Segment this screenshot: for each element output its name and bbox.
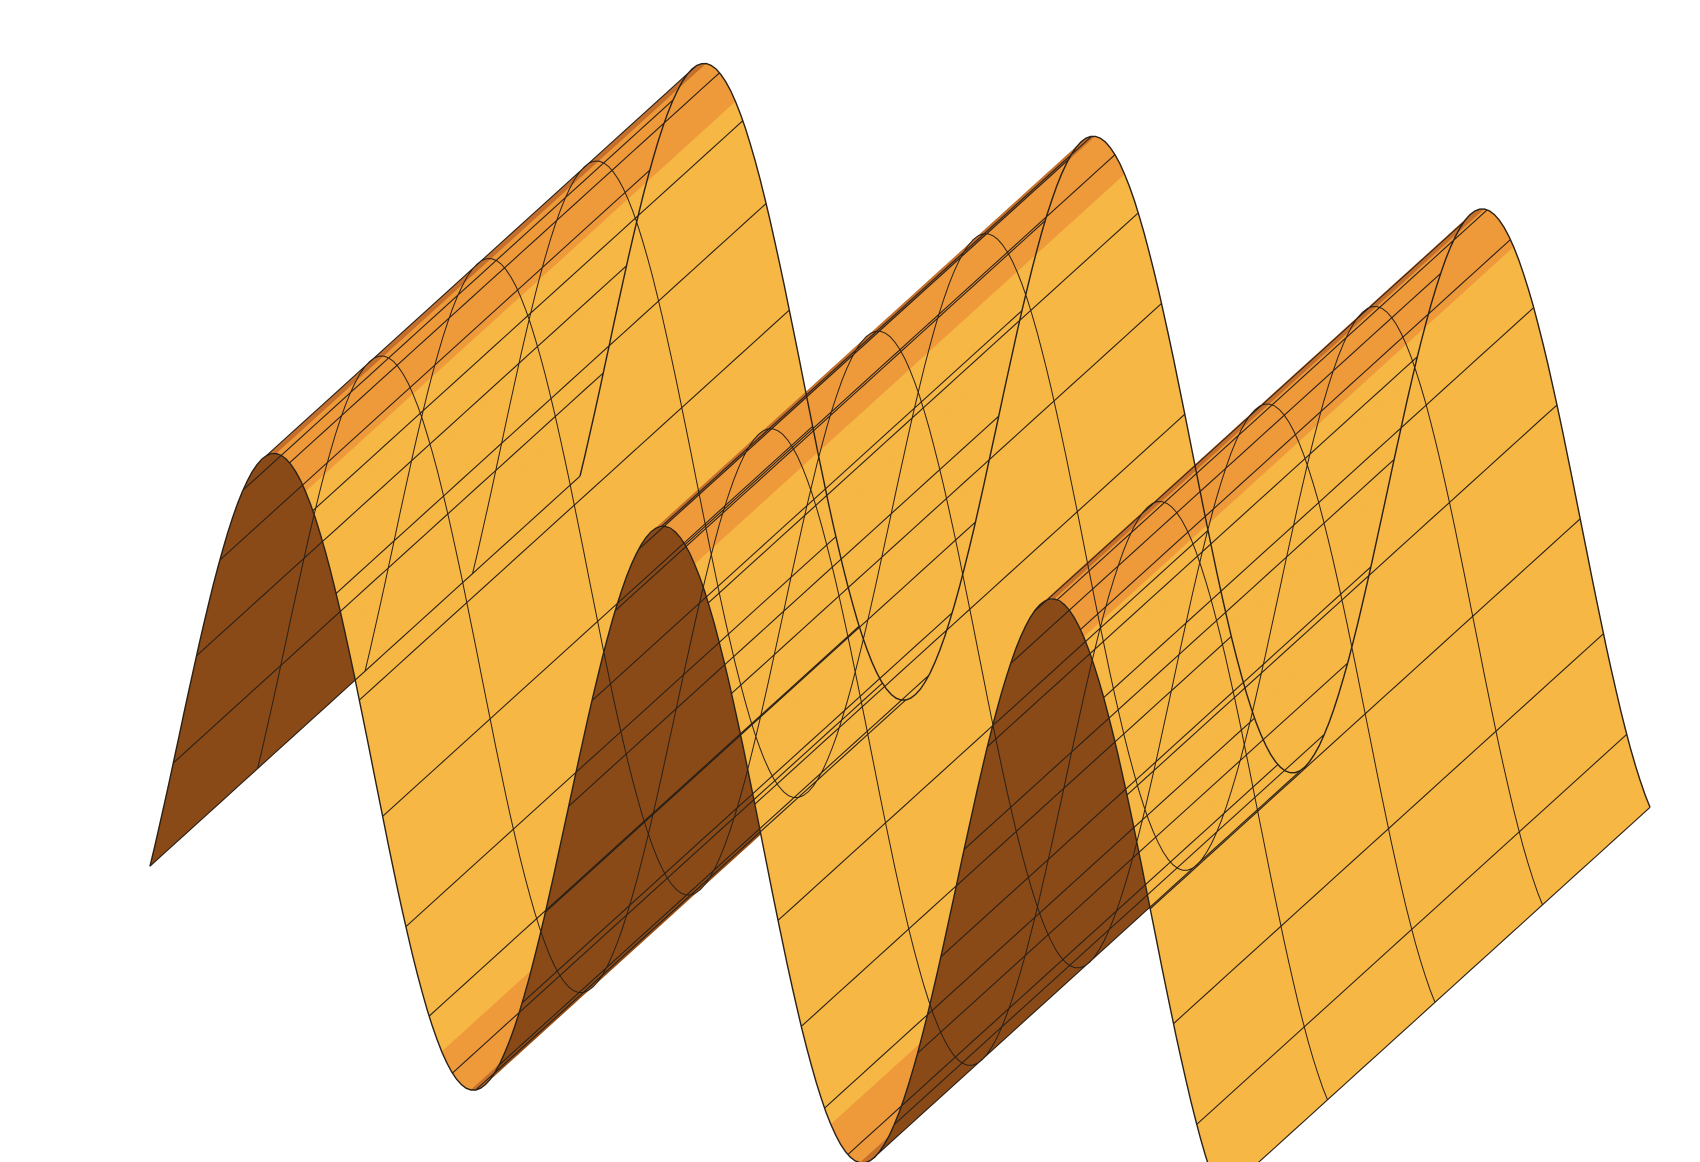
surface-patch: [1227, 1137, 1256, 1162]
surface-patch: [1219, 1154, 1232, 1162]
mesh-line-along: [364, 258, 1436, 1003]
mesh-line-along: [257, 355, 1328, 1100]
surface-edge-line: [579, 62, 1651, 808]
surface-patches: [149, 63, 1651, 1162]
surface-edge-line: [149, 452, 1209, 1162]
mesh-line-along: [472, 160, 1543, 905]
surface-mesh-lines: [149, 62, 1651, 1162]
